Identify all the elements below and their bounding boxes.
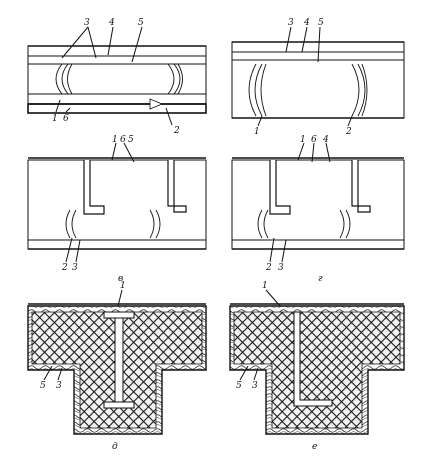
panel-c-label-2: 2 — [61, 263, 68, 273]
panel-f-label-3: 3 — [252, 381, 258, 391]
panel-a-label-5: 5 — [138, 18, 144, 28]
panel-c-label-6: 6 — [120, 135, 126, 145]
panel-d: 1 6 4 2 3 г — [231, 135, 405, 284]
panel-c-label-5: 5 — [128, 135, 134, 145]
panel-b-label-2: 2 — [345, 127, 352, 137]
panel-b-label-1: 1 — [254, 127, 260, 137]
panel-b-label-5: 5 — [318, 18, 324, 28]
panel-d-label-2: 2 — [265, 263, 272, 273]
panel-b: 3 4 5 1 2 — [231, 18, 405, 137]
panel-e-label-5: 5 — [40, 381, 46, 391]
panel-e-label-1: 1 — [120, 281, 126, 291]
panel-a-label-6: 6 — [63, 114, 69, 124]
panel-f-letter: е — [312, 442, 317, 452]
panel-d-label-6: 6 — [311, 135, 317, 145]
panel-c: 1 6 5 2 3 в — [27, 135, 207, 284]
panel-b-label-3: 3 — [288, 18, 294, 28]
panel-e-letter: д — [112, 442, 118, 452]
panel-c-label-1: 1 — [112, 135, 118, 145]
panel-a-label-4: 4 — [108, 18, 115, 28]
panel-b-label-4: 4 — [303, 18, 310, 28]
panel-d-label-4: 4 — [322, 135, 329, 145]
panel-e: 1 5 3 д — [27, 281, 207, 452]
panel-f-label-5: 5 — [236, 381, 242, 391]
panel-a: 3 4 5 1 6 2 — [27, 18, 207, 136]
panel-d-label-3: 3 — [278, 263, 284, 273]
panel-a-label-1: 1 — [52, 114, 58, 124]
panel-d-letter: г — [318, 274, 323, 284]
panel-a-label-2: 2 — [173, 126, 180, 136]
panel-a-label-3: 3 — [84, 18, 90, 28]
panel-c-letter: в — [118, 274, 123, 284]
panel-d-label-1: 1 — [300, 135, 306, 145]
panel-e-label-3: 3 — [56, 381, 62, 391]
panel-c-label-3: 3 — [72, 263, 78, 273]
panel-f-label-1: 1 — [262, 281, 268, 291]
panel-f: 1 5 3 е — [229, 281, 405, 452]
